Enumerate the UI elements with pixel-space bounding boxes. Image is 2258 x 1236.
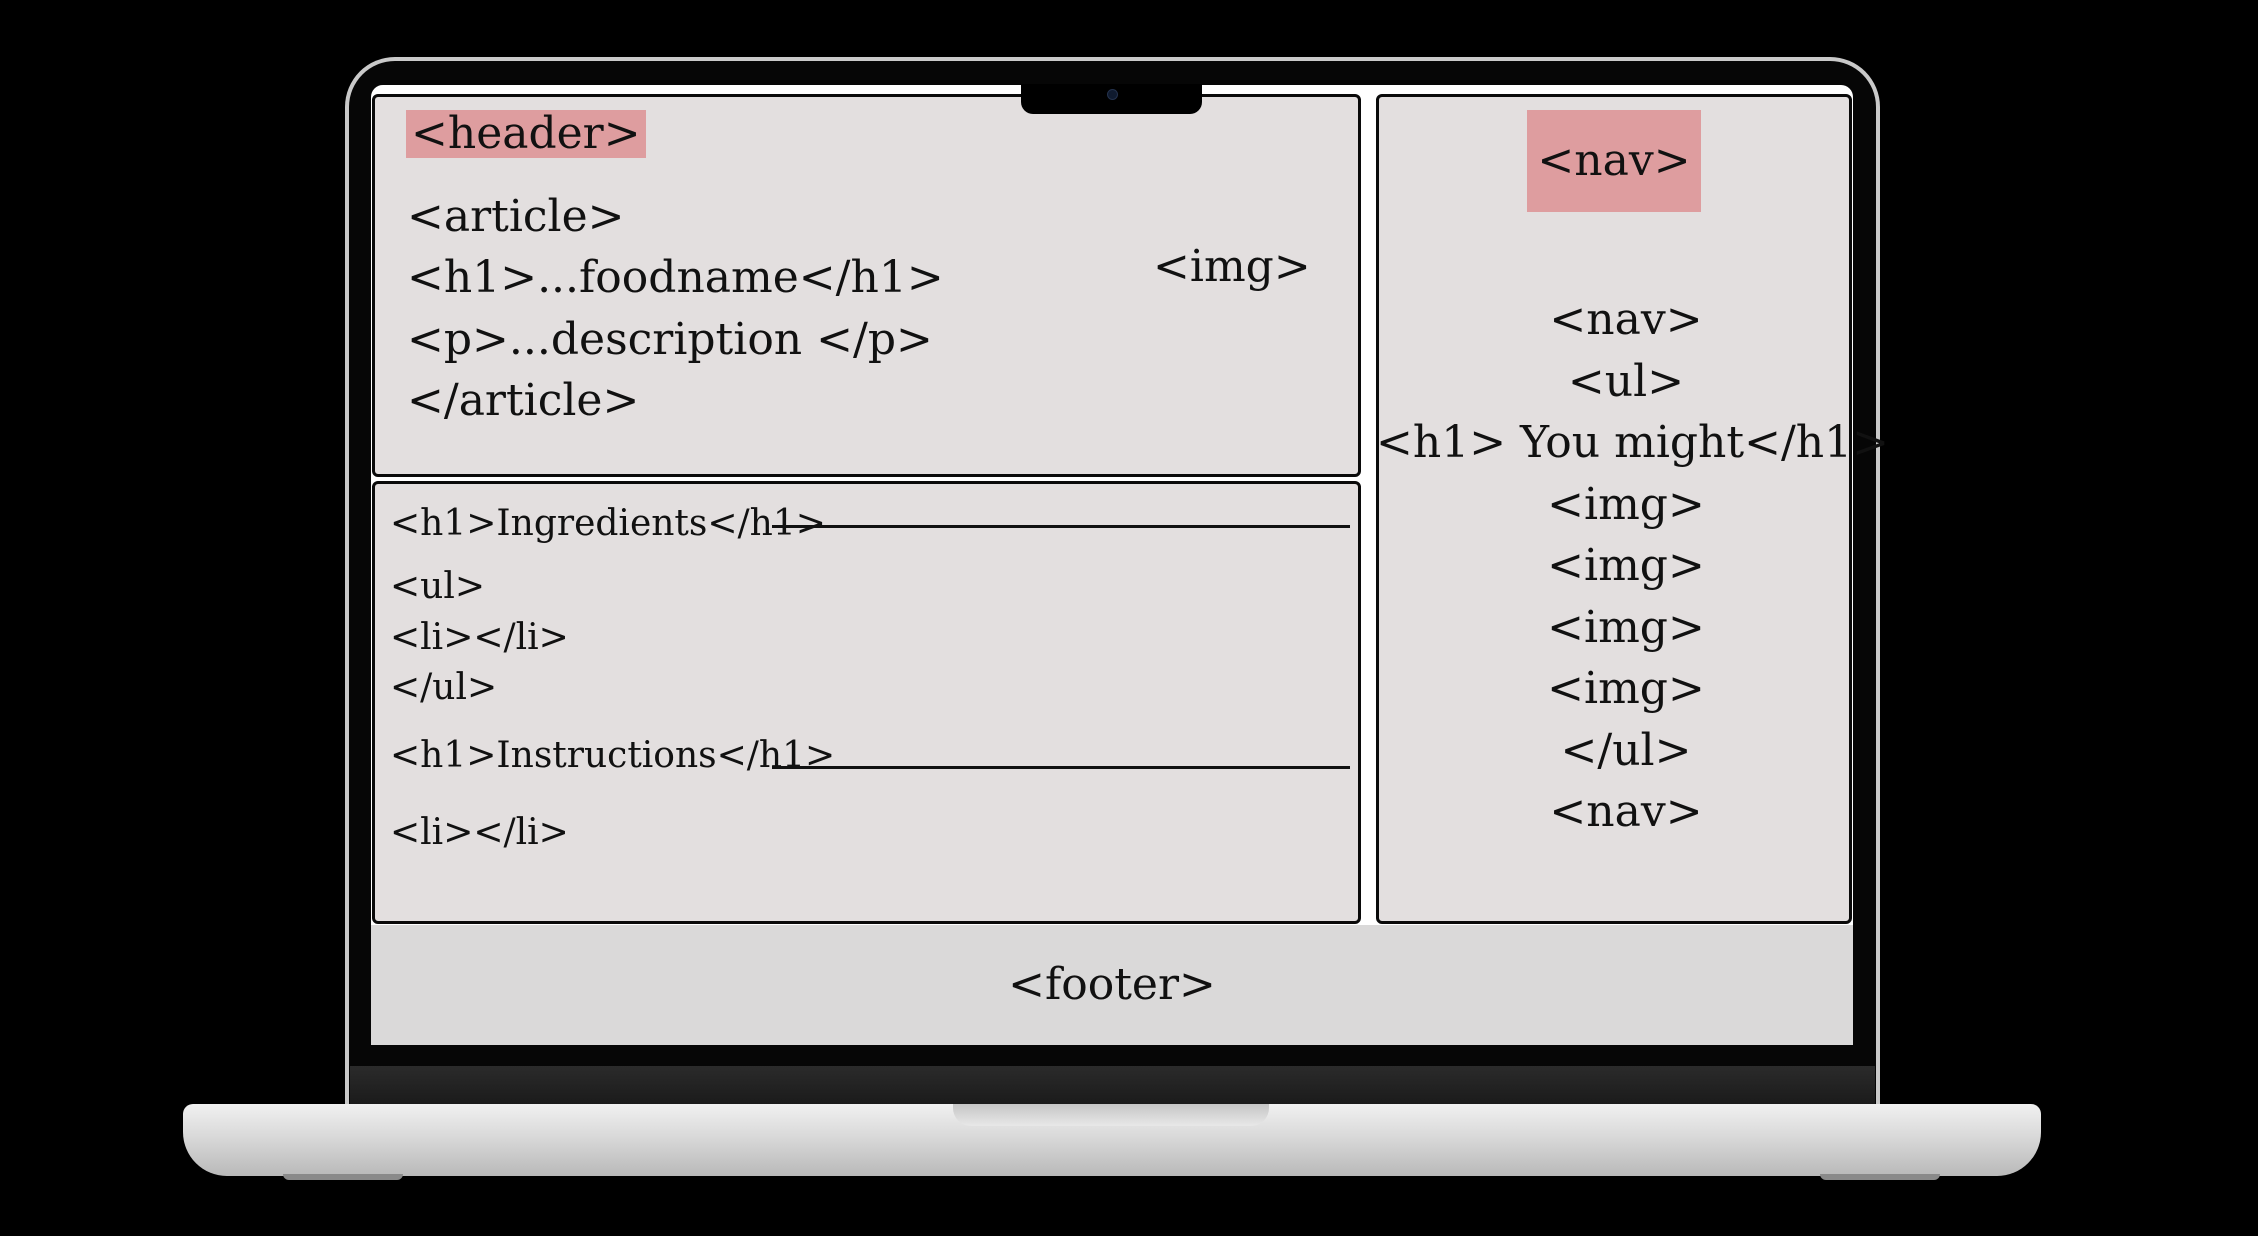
p-description-line: <p>...description </p> — [407, 314, 933, 365]
camera-notch — [1021, 84, 1202, 114]
instructions-heading: <h1>Instructions</h1> — [390, 735, 836, 776]
instructions-li-line: <li></li> — [390, 812, 569, 853]
nav-line-nav-open: <nav> — [1549, 294, 1703, 345]
article-open-line: <article> — [407, 191, 625, 242]
nav-line-nav-close: <nav> — [1549, 786, 1703, 837]
ingredients-ul-close: </ul> — [390, 667, 498, 708]
header-section-box — [372, 94, 1361, 477]
h1-foodname-line: <h1>...foodname</h1> — [407, 252, 944, 303]
header-img-label: <img> — [1153, 241, 1311, 292]
laptop-foot-left — [283, 1174, 403, 1180]
screen-bottom-bezel — [350, 1066, 1875, 1106]
nav-line-img-2: <img> — [1547, 540, 1705, 591]
nav-line-ul-close: </ul> — [1560, 724, 1692, 776]
nav-line-ul-open: <ul> — [1567, 355, 1685, 407]
footer-section-box — [371, 925, 1853, 1045]
base-opening-notch — [953, 1104, 1269, 1126]
laptop-base — [183, 1104, 2041, 1176]
nav-tag-label: <nav> — [1527, 110, 1701, 212]
nav-line-img-1: <img> — [1547, 478, 1705, 530]
instructions-divider-line — [772, 766, 1350, 769]
footer-tag-label: <footer> — [1008, 959, 1216, 1010]
camera-icon — [1107, 89, 1118, 100]
ingredients-divider-line — [772, 525, 1350, 528]
nav-line-img-3: <img> — [1547, 601, 1705, 653]
nav-section-box — [1376, 94, 1852, 924]
main-content-box — [372, 481, 1361, 924]
article-close-line: </article> — [407, 375, 640, 426]
ingredients-heading: <h1>Ingredients</h1> — [390, 503, 826, 544]
ingredients-ul-open: <ul> — [390, 566, 486, 607]
laptop-foot-right — [1820, 1174, 1940, 1180]
nav-line-img-4: <img> — [1547, 663, 1705, 714]
header-tag-label: <header> — [406, 110, 646, 158]
nav-line-h1-you-might: <h1> You might</h1> — [1376, 417, 1889, 468]
ingredients-li-line: <li></li> — [390, 617, 569, 658]
nav-content-list: <nav> <ul> <h1> You might</h1> <img> <im… — [1376, 294, 1889, 848]
